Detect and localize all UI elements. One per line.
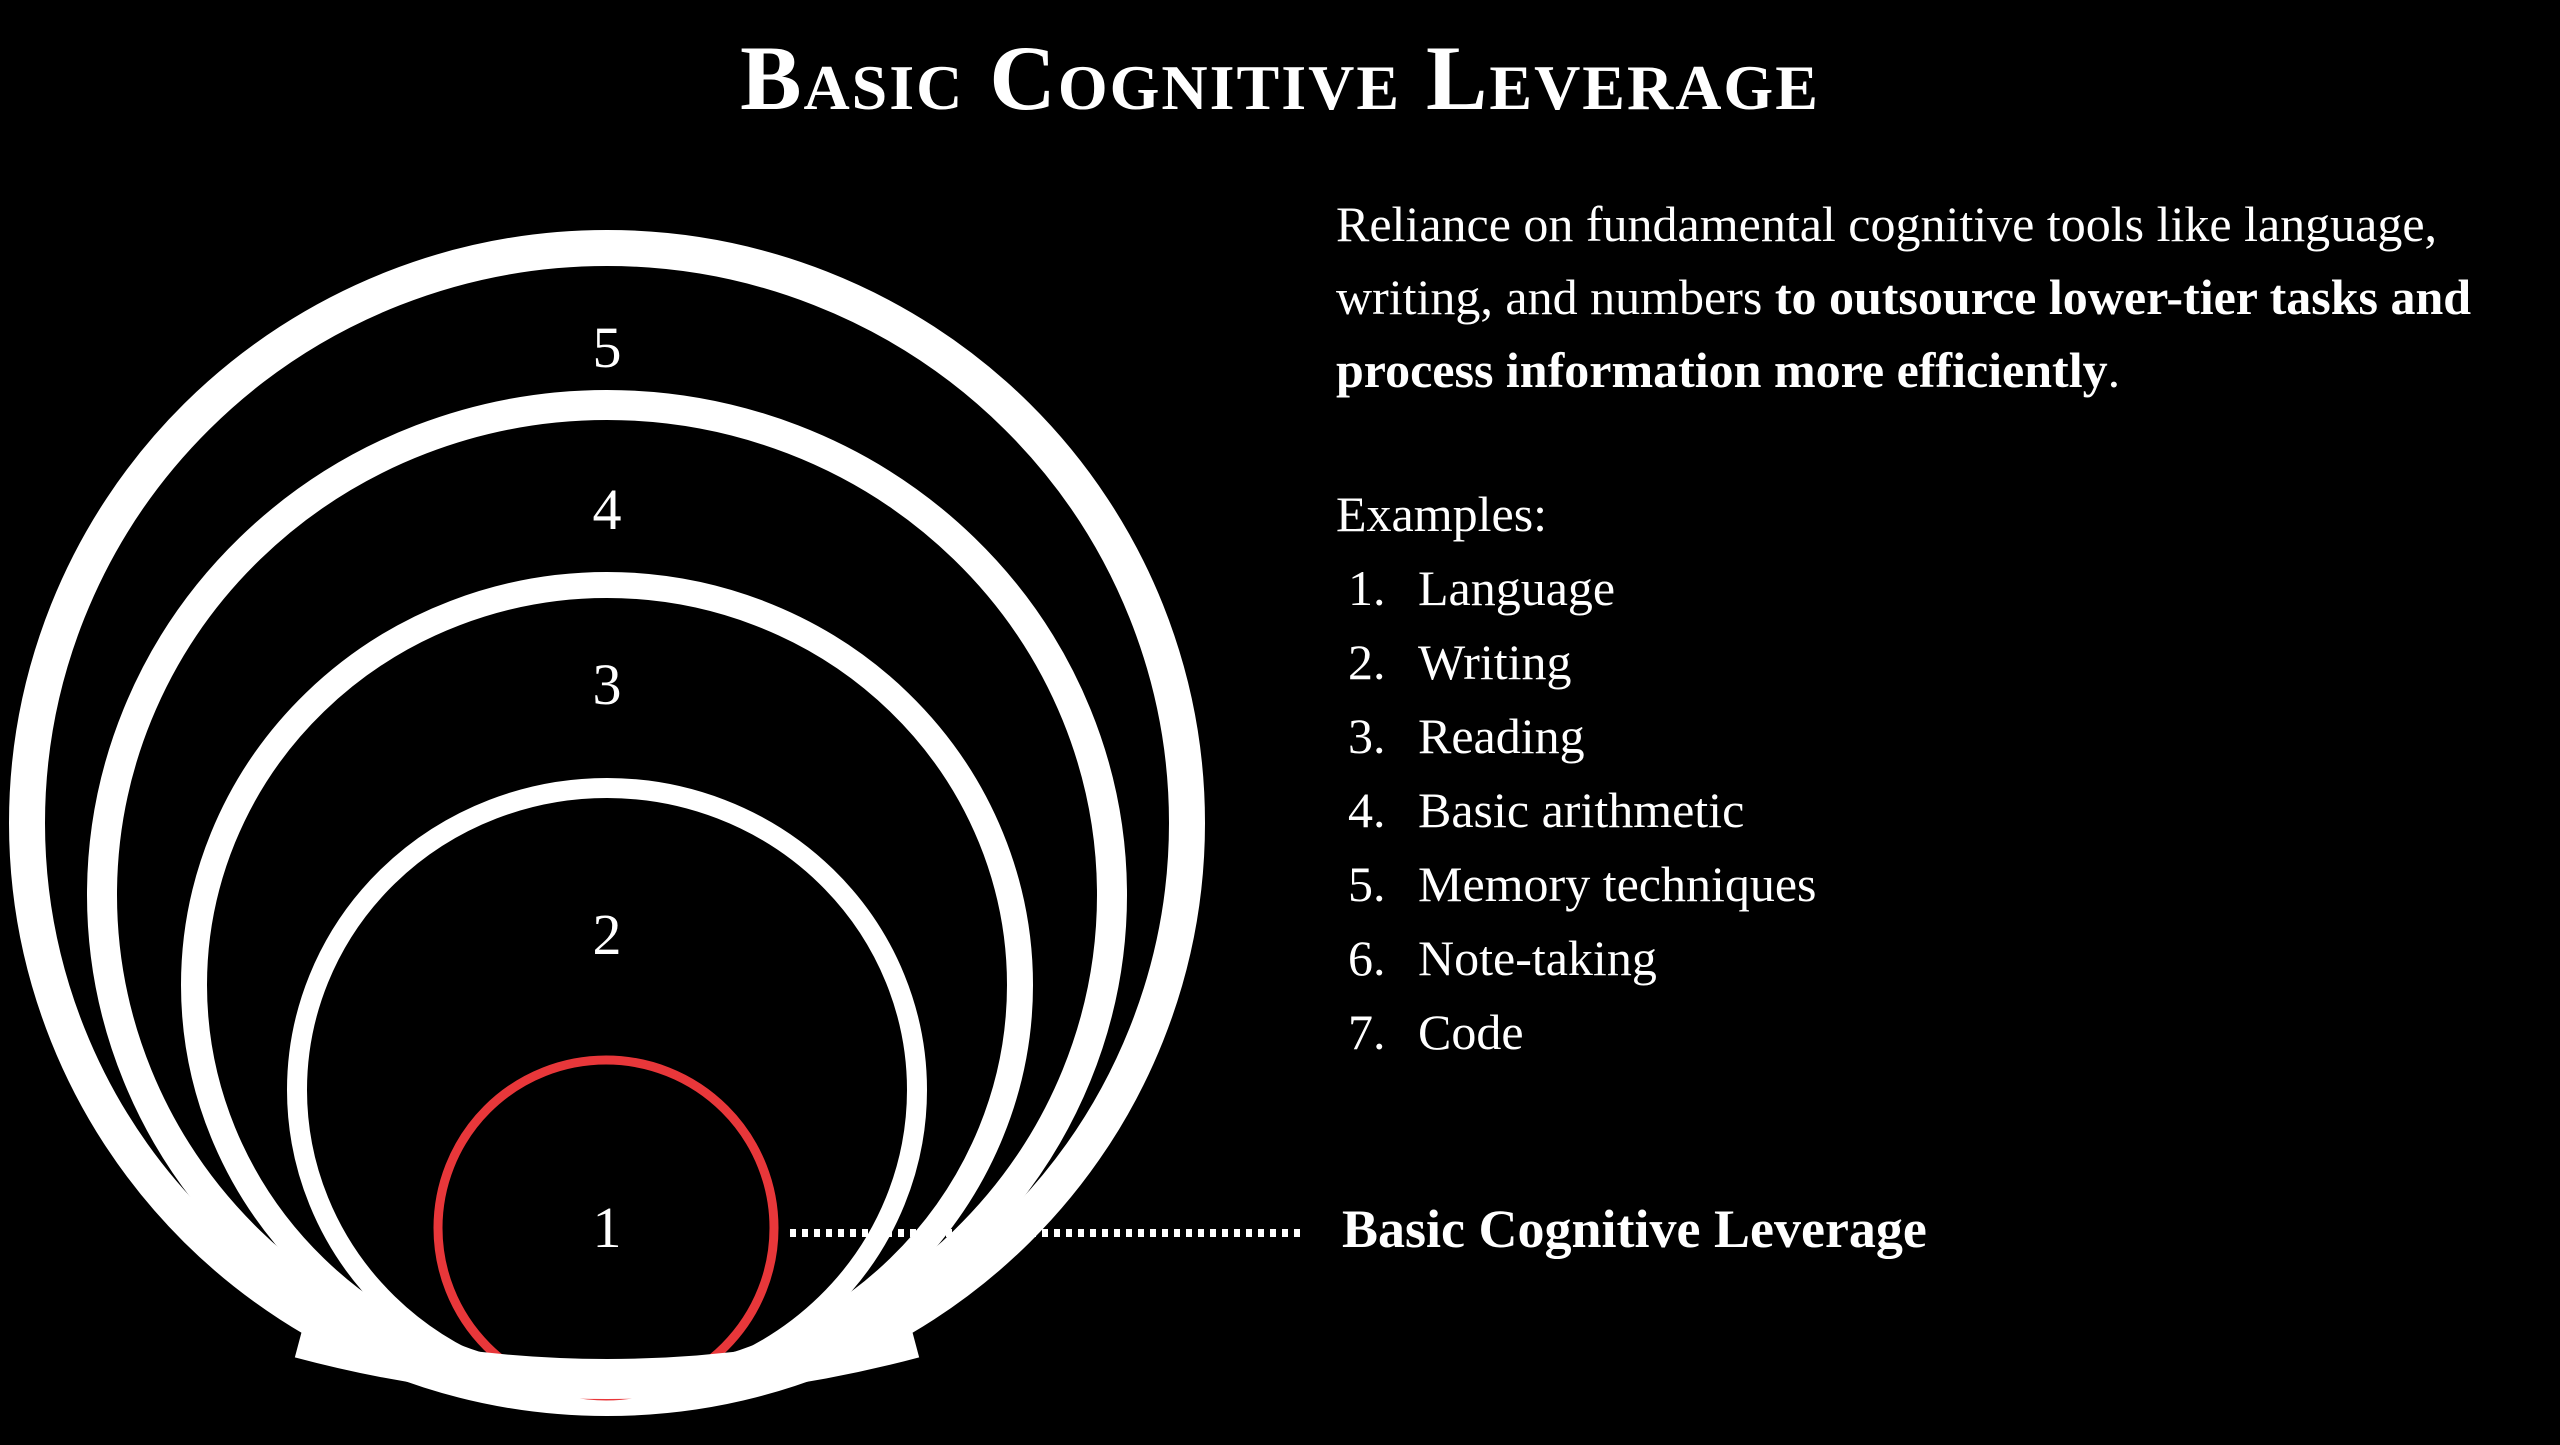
level-number-2: 2 (592, 902, 622, 967)
list-index: 5. (1348, 856, 1386, 912)
list-index: 6. (1348, 930, 1386, 986)
circle-level-2 (287, 778, 927, 1402)
list-index: 1. (1348, 560, 1386, 616)
list-label: Note-taking (1418, 930, 1657, 986)
examples-list: 1. Language 2. Writing 3. Reading 4. Basic a… (1348, 551, 1817, 1069)
list-item: 2. Writing (1348, 625, 1817, 699)
list-item: 6. Note-taking (1348, 921, 1817, 995)
examples-label: Examples: (1336, 486, 1548, 542)
nested-circles-diagram: 5 4 3 2 1 (9, 230, 1310, 1416)
list-index: 3. (1348, 708, 1386, 764)
page-title: Basic Cognitive Leverage (740, 27, 1820, 129)
description: Reliance on fundamental cognitive tools … (1336, 188, 2486, 407)
list-label: Code (1418, 1004, 1524, 1060)
description-end: . (2107, 342, 2121, 398)
list-index: 4. (1348, 782, 1386, 838)
list-index: 2. (1348, 634, 1386, 690)
list-item: 3. Reading (1348, 699, 1817, 773)
list-item: 1. Language (1348, 551, 1817, 625)
level-number-5: 5 (592, 315, 622, 380)
nested-circles-graphic (9, 230, 1310, 1416)
description-plain: Reliance on fundamental cognitive tools … (1336, 196, 2438, 325)
list-label: Basic arithmetic (1418, 782, 1745, 838)
list-item: 4. Basic arithmetic (1348, 773, 1817, 847)
list-item: 7. Code (1348, 995, 1817, 1069)
level-number-1: 1 (592, 1195, 622, 1260)
level-number-3: 3 (592, 652, 622, 717)
list-index: 7. (1348, 1004, 1386, 1060)
callout-label: Basic Cognitive Leverage (1342, 1199, 1927, 1259)
list-label: Reading (1418, 708, 1585, 764)
list-label: Writing (1418, 634, 1572, 690)
list-label: Language (1418, 560, 1616, 616)
list-label: Memory techniques (1418, 856, 1817, 912)
level-number-4: 4 (592, 477, 622, 542)
list-item: 5. Memory techniques (1348, 847, 1817, 921)
description-bold: to outsource lower-tier tasks and proces… (1336, 269, 2472, 398)
